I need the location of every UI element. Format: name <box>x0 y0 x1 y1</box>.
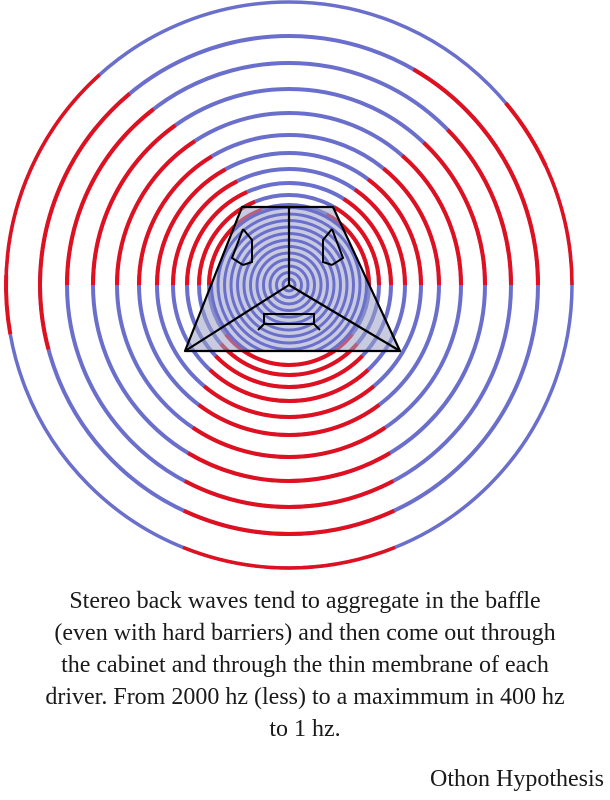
caption-line: (even with hard barriers) and then come … <box>54 620 556 646</box>
wave-ring-red-segment <box>382 166 441 286</box>
wave-rings <box>4 0 574 570</box>
author-signature: Othon Hypothesis <box>430 766 604 792</box>
wave-ring-red-segment <box>412 67 476 120</box>
wave-ring-red-segment <box>197 403 381 437</box>
wave-ring-red-segment <box>422 141 487 286</box>
caption-line: the cabinet and through the thin membran… <box>61 652 549 678</box>
caption-line: to 1 hz. <box>269 716 341 742</box>
speaker-driver-icon <box>230 228 253 266</box>
caption-line: Stereo back waves tend to aggregate in t… <box>69 588 541 614</box>
wave-ring-red-segment <box>504 101 574 286</box>
wave-ring-red-segment <box>191 425 387 459</box>
wave-ring-red-segment <box>353 187 407 286</box>
wave-ring-red-segment <box>185 190 248 286</box>
wave-ring-red-segment <box>446 128 513 286</box>
wave-ring-red-segment <box>137 154 213 286</box>
wave-diagram <box>4 0 574 570</box>
wave-ring-red-segment <box>202 384 376 420</box>
barrier-right <box>288 284 401 352</box>
wave-ring-red-segment <box>400 154 463 286</box>
wave-ring-red-segment <box>214 354 364 390</box>
speaker-cabinet <box>183 205 402 353</box>
wave-ring-red-segment <box>504 101 548 167</box>
diagram-caption: Stereo back waves tend to aggregate in t… <box>0 585 610 745</box>
wave-ring-red-segment <box>333 205 381 286</box>
wave-ring-red-segment <box>38 92 131 286</box>
wave-ring-red-segment <box>183 479 395 509</box>
wave-ring-red-segment <box>342 197 393 286</box>
wave-ring-red-segment <box>187 451 391 483</box>
wave-ring-red-segment <box>4 275 13 335</box>
speaker-driver-icon <box>322 228 345 266</box>
wave-ring-red-segment <box>155 167 227 286</box>
wave-ring-red-segment <box>171 179 238 286</box>
wave-ring-red-segment <box>91 123 177 286</box>
wave-ring-red-segment <box>471 116 540 286</box>
wave-ring-red-segment <box>182 508 396 536</box>
wave-ring-red-segment <box>366 177 423 286</box>
wave-ring-red-segment <box>4 73 101 286</box>
caption-line: driver. From 2000 hz (less) to a maximmu… <box>45 684 565 710</box>
wave-ring-red-segment <box>65 107 155 286</box>
wave-ring-red-segment <box>115 139 196 286</box>
wave-ring-red-segment <box>182 545 396 570</box>
barrier-left <box>184 284 290 352</box>
wave-ring-red-segment <box>219 342 359 377</box>
wave-ring-red-segment <box>208 368 370 403</box>
speaker-driver-icon <box>257 313 321 331</box>
wave-ring-red-segment <box>38 284 51 350</box>
